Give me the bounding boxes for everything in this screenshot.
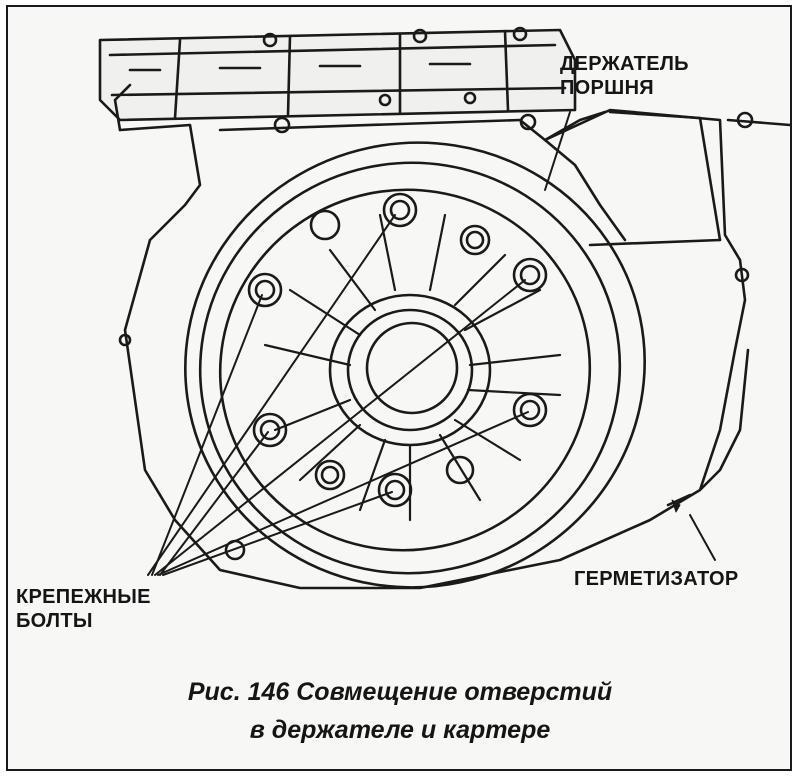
mounting-bolts-label-line2: БОЛТЫ	[16, 610, 93, 632]
leader-lines	[147, 111, 716, 576]
crankcase	[113, 83, 792, 590]
central-hub	[328, 293, 492, 447]
top-plate	[98, 26, 577, 122]
bolt-bosses	[224, 192, 548, 561]
piston-holder-label: ДЕРЖАТЕЛЬ ПОРШНЯ	[560, 52, 689, 100]
sealant-label: ГЕРМЕТИЗАТОР	[574, 568, 739, 590]
mounting-bolts-label-line1: КРЕПЕЖНЫЕ	[16, 586, 151, 608]
figure-caption-line1: Рис. 146 Совмещение отверстий	[187, 678, 613, 706]
piston-holder-label-line1: ДЕРЖАТЕЛЬ	[560, 53, 689, 75]
figure-frame	[6, 5, 792, 771]
housing-ring	[184, 141, 646, 589]
piston-holder-label-line2: ПОРШНЯ	[560, 77, 654, 99]
holder-spokes	[263, 213, 562, 522]
mounting-bolts-label: КРЕПЕЖНЫЕ БОЛТЫ	[16, 585, 151, 633]
figure-caption-line2: в держателе и картере	[249, 716, 551, 744]
